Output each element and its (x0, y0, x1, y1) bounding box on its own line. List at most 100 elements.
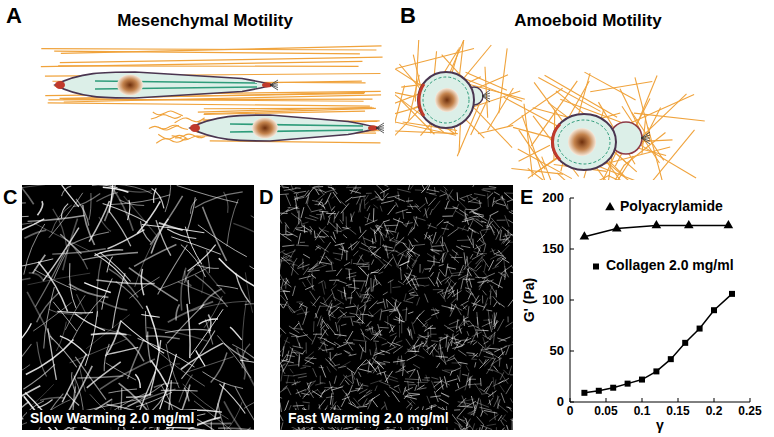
fiber (332, 206, 335, 210)
fiber (375, 278, 382, 286)
fiber (299, 303, 302, 308)
fiber (321, 321, 323, 328)
fiber (456, 246, 463, 250)
fiber (24, 230, 46, 238)
fiber (474, 220, 483, 227)
fiber (302, 282, 305, 287)
fiber (508, 298, 513, 306)
fiber (103, 203, 148, 222)
fiber (141, 315, 159, 318)
fiber (358, 383, 363, 391)
fiber (432, 232, 436, 243)
fiber (373, 279, 374, 291)
fiber (493, 377, 495, 389)
fiber (489, 260, 494, 270)
fiber (472, 332, 482, 337)
fiber (380, 234, 381, 245)
fiber (281, 354, 287, 363)
fiber (370, 349, 371, 355)
fiber (407, 355, 417, 360)
fiber (334, 376, 336, 384)
fiber (327, 366, 330, 372)
fiber (300, 367, 306, 368)
fiber (293, 346, 303, 348)
fiber (482, 217, 488, 221)
fiber (280, 260, 281, 271)
fiber (288, 189, 299, 194)
fiber (425, 335, 430, 342)
collagen-fiber (58, 65, 358, 67)
fiber (346, 284, 352, 285)
fiber (333, 364, 340, 366)
fiber (157, 364, 180, 371)
fiber (280, 216, 282, 223)
fiber (386, 245, 389, 259)
fiber (338, 366, 346, 368)
panel-title: Mesenchymal Motility (117, 12, 293, 31)
fiber (361, 281, 365, 292)
fiber (287, 387, 291, 395)
fiber (360, 267, 366, 273)
fiber (392, 286, 400, 288)
fiber (333, 253, 343, 255)
fiber (468, 236, 473, 246)
fiber (462, 374, 467, 375)
fiber (335, 429, 338, 430)
fiber (489, 414, 498, 421)
fiber (392, 254, 397, 266)
cortex-red (553, 124, 560, 160)
fiber (207, 250, 210, 273)
fiber (461, 301, 469, 306)
fiber (368, 264, 369, 270)
fiber (297, 312, 310, 315)
fiber (335, 211, 339, 218)
fiber (431, 334, 437, 335)
fiber (280, 304, 288, 305)
fiber (349, 269, 351, 280)
fiber (396, 317, 404, 322)
fiber (405, 345, 413, 354)
fiber (412, 260, 417, 268)
fiber (469, 279, 471, 287)
amoeboid-cell (552, 114, 650, 170)
fiber (310, 226, 313, 230)
fiber (377, 257, 386, 266)
fiber (106, 363, 136, 380)
fiber (476, 266, 481, 271)
fiber (451, 334, 453, 347)
fiber (482, 322, 493, 327)
fiber (289, 326, 299, 333)
fiber (457, 239, 470, 241)
fiber (446, 264, 448, 277)
fiber (314, 236, 327, 238)
square-marker (682, 340, 688, 346)
fiber (461, 279, 463, 289)
fiber (288, 306, 291, 312)
fiber (381, 406, 385, 410)
fiber (390, 336, 397, 347)
fiber (439, 337, 442, 349)
tick (570, 300, 574, 301)
fiber (353, 263, 364, 265)
fiber (306, 185, 310, 186)
fiber (379, 381, 390, 385)
fiber (384, 257, 393, 268)
fiber (372, 356, 377, 365)
fiber (491, 218, 499, 228)
fiber (324, 341, 327, 353)
fiber (483, 290, 487, 295)
fiber (338, 312, 347, 318)
fiber (313, 334, 322, 335)
fiber (415, 345, 428, 346)
fiber (401, 320, 402, 333)
slow-fibers (22, 185, 254, 430)
fiber (445, 190, 450, 202)
fiber (353, 340, 367, 341)
fiber (242, 344, 250, 368)
fiber (331, 236, 336, 243)
fiber (451, 298, 456, 303)
fiber (344, 350, 351, 353)
fiber (459, 370, 461, 382)
fiber (320, 317, 323, 325)
fiber (341, 203, 349, 213)
